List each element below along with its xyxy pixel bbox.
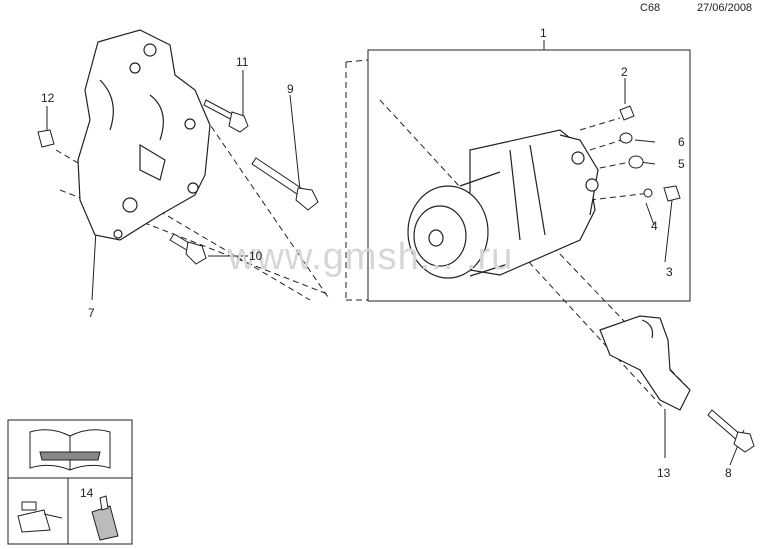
compressor-group-frame: [367, 49, 691, 302]
callout-8: 8: [725, 466, 732, 480]
callout-9: 9: [287, 82, 294, 96]
bolt-10: [169, 233, 207, 265]
diagram-date: 27/06/2008: [697, 2, 753, 14]
spacer-12: [37, 129, 55, 148]
sensor-bracket-13: [599, 315, 691, 411]
bolt-11: [203, 99, 249, 133]
callout-7: 7: [88, 306, 95, 320]
callout-4: 4: [651, 219, 658, 233]
callout-13: 13: [657, 466, 671, 480]
diagram-code: C68: [640, 2, 661, 14]
adhesive-tube-icon: [91, 495, 119, 541]
compressor-fittings: [619, 105, 681, 202]
bolt-9: [251, 157, 319, 211]
bolt-8: [707, 409, 755, 453]
watermark: www.gmsh... .ru: [228, 236, 514, 278]
callout-5: 5: [678, 157, 685, 171]
oil-can-icon: [17, 501, 63, 533]
callout-6: 6: [678, 135, 685, 149]
callout-3: 3: [666, 265, 673, 279]
compressor: [407, 129, 599, 279]
callout-2: 2: [621, 65, 628, 79]
callout-14: 14: [80, 486, 94, 500]
mounting-bracket: [77, 29, 211, 241]
callout-10: 10: [249, 249, 263, 263]
callout-12: 12: [41, 91, 55, 105]
manual-book-wrench-icon: [29, 429, 111, 471]
callout-1: 1: [540, 26, 547, 40]
callout-11: 11: [236, 55, 249, 69]
